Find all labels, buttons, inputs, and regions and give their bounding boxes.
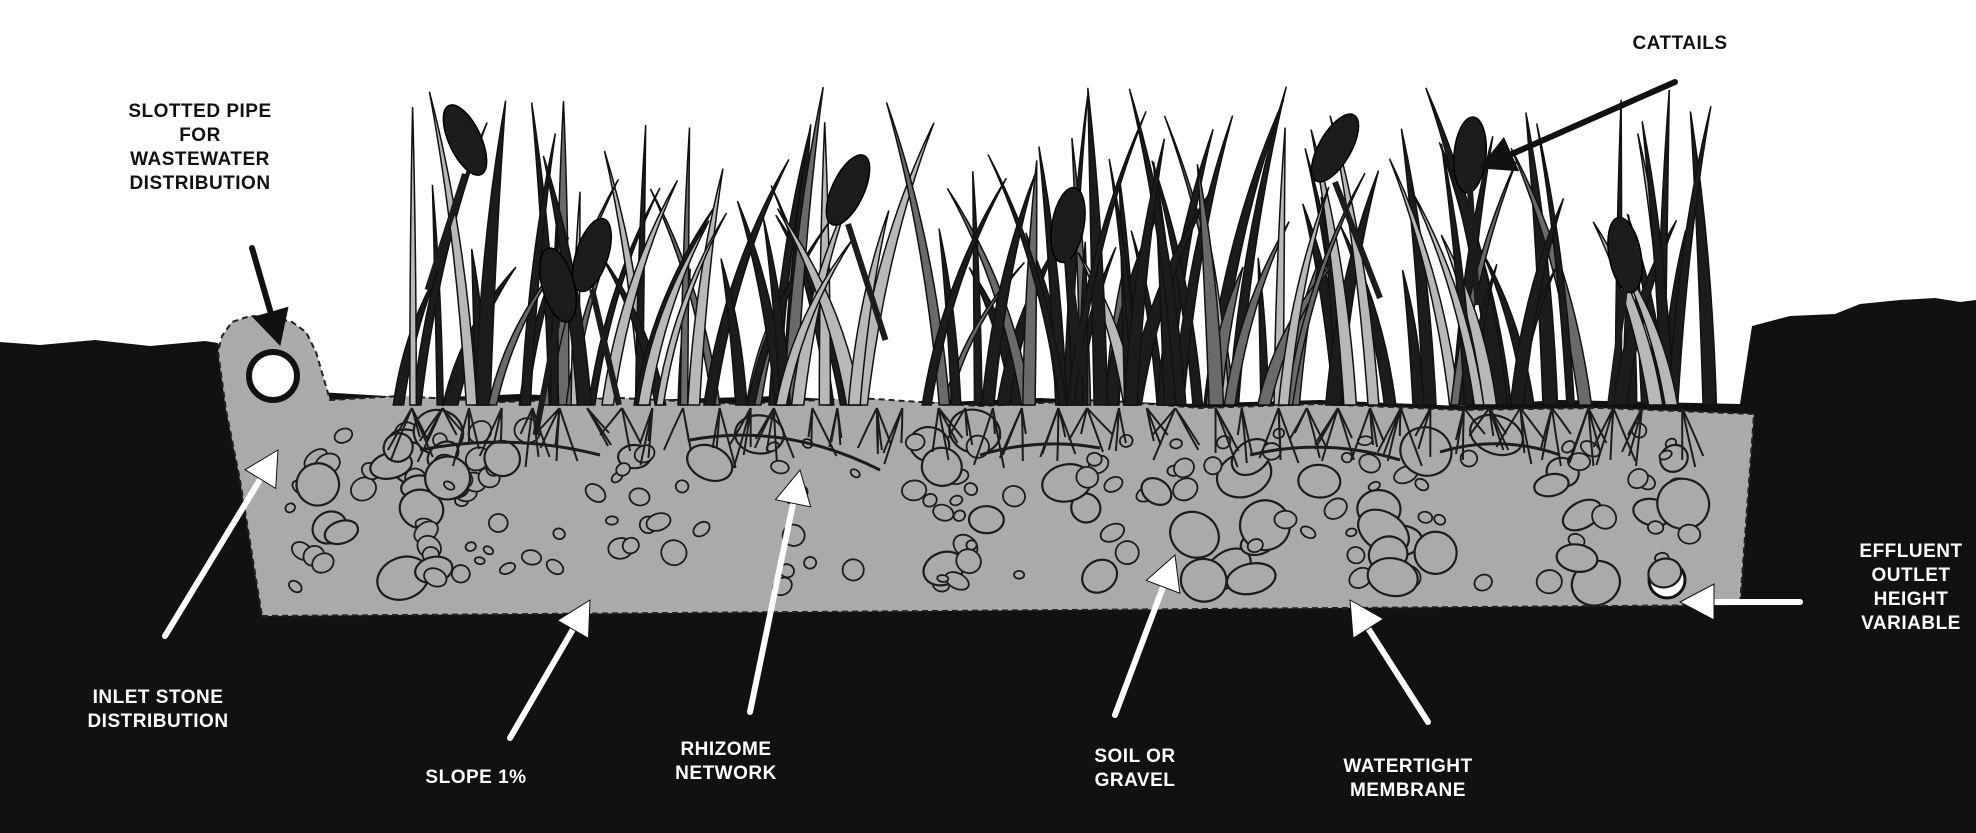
label-line: NETWORK (675, 762, 777, 786)
label-line: WASTEWATER (128, 148, 271, 172)
label-line: HEIGHT (1859, 588, 1962, 612)
cattail-plants (393, 87, 1716, 435)
stone (606, 516, 618, 525)
label-line: GRAVEL (1094, 769, 1175, 793)
stone (1014, 571, 1025, 579)
stone (1170, 439, 1183, 450)
cattail-head-icon (1302, 107, 1368, 189)
label-line: WATERTIGHT (1343, 755, 1472, 779)
label-rhizome: RHIZOMENETWORK (675, 738, 777, 786)
arrow-pipe-shaft (252, 248, 271, 312)
slotted-pipe-icon (249, 352, 297, 400)
label-slotted-pipe: SLOTTED PIPEFORWASTEWATERDISTRIBUTION (128, 100, 271, 196)
label-effluent: EFFLUENTOUTLETHEIGHTVARIABLE (1859, 540, 1962, 636)
stone (937, 575, 949, 583)
stone (488, 514, 508, 533)
label-line: SOIL OR (1094, 745, 1175, 769)
label-inlet-stone: INLET STONEDISTRIBUTION (87, 686, 228, 734)
label-line: EFFLUENT (1859, 540, 1962, 564)
label-line: SLOPE 1% (425, 766, 526, 790)
stone (966, 540, 977, 551)
label-line: MEMBRANE (1343, 779, 1472, 803)
label-line: VARIABLE (1859, 612, 1962, 636)
stone (1647, 521, 1663, 535)
label-line: CATTAILS (1632, 32, 1727, 56)
stone (1274, 511, 1297, 529)
label-line: FOR (128, 124, 271, 148)
label-line: INLET STONE (87, 686, 228, 710)
arrow-cattails-shaft (1511, 82, 1675, 154)
label-line: SLOTTED PIPE (128, 100, 271, 124)
label-membrane: WATERTIGHTMEMBRANE (1343, 755, 1472, 803)
stone (1087, 452, 1102, 466)
label-line: DISTRIBUTION (87, 710, 228, 734)
stone (474, 556, 485, 564)
label-slope: SLOPE 1% (425, 766, 526, 790)
label-line: OUTLET (1859, 564, 1962, 588)
label-line: DISTRIBUTION (128, 172, 271, 196)
label-cattails: CATTAILS (1632, 32, 1727, 56)
label-line: RHIZOME (675, 738, 777, 762)
leaf-blade (410, 107, 416, 405)
stone (969, 506, 1004, 534)
cattail-head-icon (1603, 215, 1648, 295)
label-soil: SOIL ORGRAVEL (1094, 745, 1175, 793)
